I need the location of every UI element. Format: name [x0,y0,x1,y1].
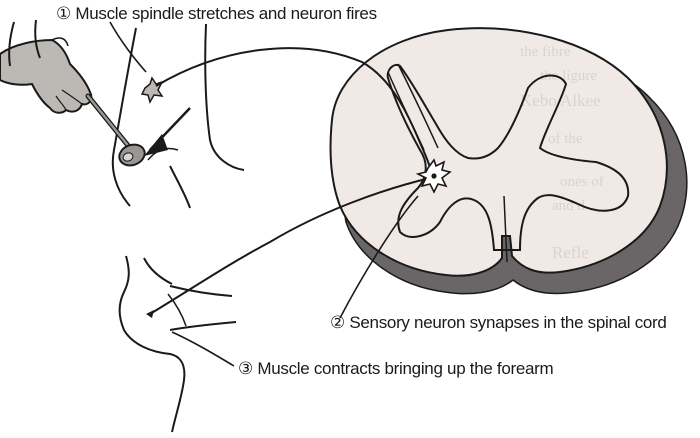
forearm-muscle-upper [170,286,232,296]
svg-text:ones of: ones of [560,174,604,190]
hand-icon [0,20,91,113]
svg-text:the fibre: the fibre [520,44,571,60]
svg-text:Refle: Refle [552,243,589,262]
svg-text:of the: of the [548,131,583,147]
forearm-crease [168,294,186,326]
forearm-outline-right [144,258,172,284]
lower-limb-contraction [120,256,237,432]
spinal-cord-white-matter [331,28,667,276]
step-3-label: ③ Muscle contracts bringing up the forea… [238,359,553,379]
limb-crease [170,166,190,208]
hammer-icon [88,96,148,169]
limb-outline-right [205,24,244,170]
tap-arrow [144,108,190,156]
upper-limb-tap [0,20,244,208]
spindle-icon [142,78,162,102]
step-1-label: ① Muscle spindle stretches and neuron fi… [56,4,377,24]
forearm-muscle-lower [170,322,236,330]
leader-line-1 [110,22,146,72]
step-2-label: ② Sensory neuron synapses in the spinal … [330,313,667,333]
spinal-cord-cross-section: the fibre the ligure Kebo Alkee of the o… [331,28,687,293]
forearm-outline-left [120,256,185,432]
